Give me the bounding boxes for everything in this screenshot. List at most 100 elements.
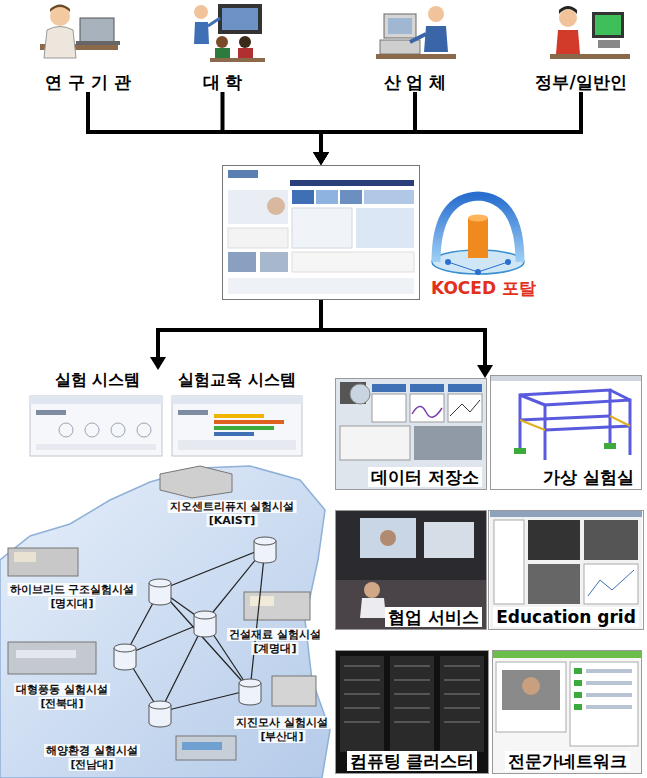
drawing-shape [424, 26, 448, 52]
drawing-shape [394, 693, 430, 695]
drawing-shape [490, 510, 642, 630]
drawing-shape [228, 170, 258, 178]
koced-logo [432, 196, 524, 275]
collaboration-picture [335, 510, 487, 630]
service-box: 가상 실험실 [490, 375, 642, 490]
drawing-shape [214, 420, 284, 424]
portal-screenshot [222, 165, 420, 300]
service-box: 컴퓨팅 클러스터 [335, 650, 489, 774]
drawing-shape [604, 443, 616, 449]
drawing-shape [414, 426, 482, 460]
drawing-shape [267, 197, 285, 215]
connector-line [223, 92, 322, 155]
connector-line [321, 300, 485, 368]
drawing-shape [292, 252, 414, 272]
drawing-shape [272, 676, 316, 706]
drawing-shape [344, 721, 380, 723]
node-label: 정부/일반인 [535, 72, 626, 92]
drawing-shape [584, 564, 638, 604]
drawing-shape [394, 665, 430, 667]
drawing-shape [228, 228, 288, 248]
connector [313, 92, 581, 165]
drawing-shape [0, 466, 330, 778]
education-grid-picture [490, 510, 642, 630]
drawing-shape [172, 396, 302, 456]
drawing-shape [160, 466, 232, 498]
drawing-shape [194, 5, 208, 19]
drawing-shape [586, 705, 632, 709]
node-label: 대 학 [203, 72, 243, 92]
drawing-shape [586, 669, 632, 709]
connector-line [321, 92, 415, 155]
drawing-shape [384, 14, 416, 38]
drawing-shape [360, 598, 386, 618]
drawing-shape [344, 707, 380, 709]
drawing-shape [210, 58, 265, 62]
drawing-shape [444, 721, 480, 723]
drawing-shape [436, 196, 520, 262]
node-label: 데이터 저장소 [368, 467, 482, 487]
drawing-shape [444, 679, 480, 681]
arrow-head [313, 152, 329, 165]
connector-line [88, 92, 321, 155]
experiment-system-screenshot [30, 396, 162, 456]
drawing-shape [492, 650, 642, 658]
user-group: 대 학 [165, 2, 280, 92]
drawing-shape [216, 36, 228, 48]
drawing-shape [30, 396, 162, 456]
drawing-shape [59, 423, 73, 437]
drawing-shape [76, 41, 120, 45]
drawing-shape [228, 252, 256, 272]
drawing-shape [16, 650, 76, 658]
system-box: 실험 시스템 [30, 370, 165, 458]
connector [150, 300, 321, 370]
drawing-shape [214, 426, 274, 430]
facility-label: 건설재료 실험시설 [227, 628, 323, 641]
drawing-shape [194, 22, 209, 44]
drawing-shape [588, 570, 634, 596]
drawing-shape [176, 736, 236, 760]
drawing-shape [595, 15, 621, 35]
drawing-shape [468, 215, 488, 222]
drawing-shape [250, 548, 265, 690]
drawing-shape [194, 611, 216, 619]
drawing-shape [448, 384, 482, 392]
drawing-shape [182, 742, 222, 750]
drawing-shape [492, 650, 642, 774]
portal-title: KOCED 포탈 [431, 278, 536, 298]
data-repository-picture [335, 378, 487, 490]
drawing-shape [388, 18, 412, 34]
drawing-shape [390, 656, 434, 752]
node-label: 협업 서비스 [385, 607, 482, 627]
drawing-shape [468, 218, 488, 258]
drawing-shape [410, 384, 444, 392]
drawing-shape [360, 518, 416, 558]
drawing-shape [208, 18, 220, 26]
drawing-shape [444, 665, 480, 667]
drawing-shape [254, 537, 276, 545]
arrow-head [150, 357, 166, 370]
drawing-shape [214, 432, 254, 436]
drawing-shape [178, 440, 296, 450]
drawing-shape [160, 548, 265, 590]
computing-cluster-picture [335, 650, 489, 774]
drawing-shape [316, 190, 338, 204]
drawing-shape [550, 54, 630, 59]
user-group: 연 구 기 관 [28, 2, 148, 92]
drawing-shape [340, 190, 362, 204]
drawing-shape [222, 165, 420, 300]
facility-label: 지진모사 실험시설 [234, 716, 330, 729]
facility-label: 대형풍동 실험시설 [14, 683, 110, 696]
drawing-shape [586, 681, 632, 685]
connector [223, 92, 330, 165]
drawing-shape [228, 190, 288, 224]
node-label: 실험 시스템 [55, 370, 141, 389]
drawing-shape [137, 423, 151, 437]
arrow-head [313, 152, 329, 165]
user-group: 산 업 체 [355, 2, 475, 92]
arrow-head [313, 152, 329, 165]
drawing-shape [559, 6, 577, 14]
drawing-shape [528, 564, 580, 604]
drawing-shape [244, 592, 310, 620]
